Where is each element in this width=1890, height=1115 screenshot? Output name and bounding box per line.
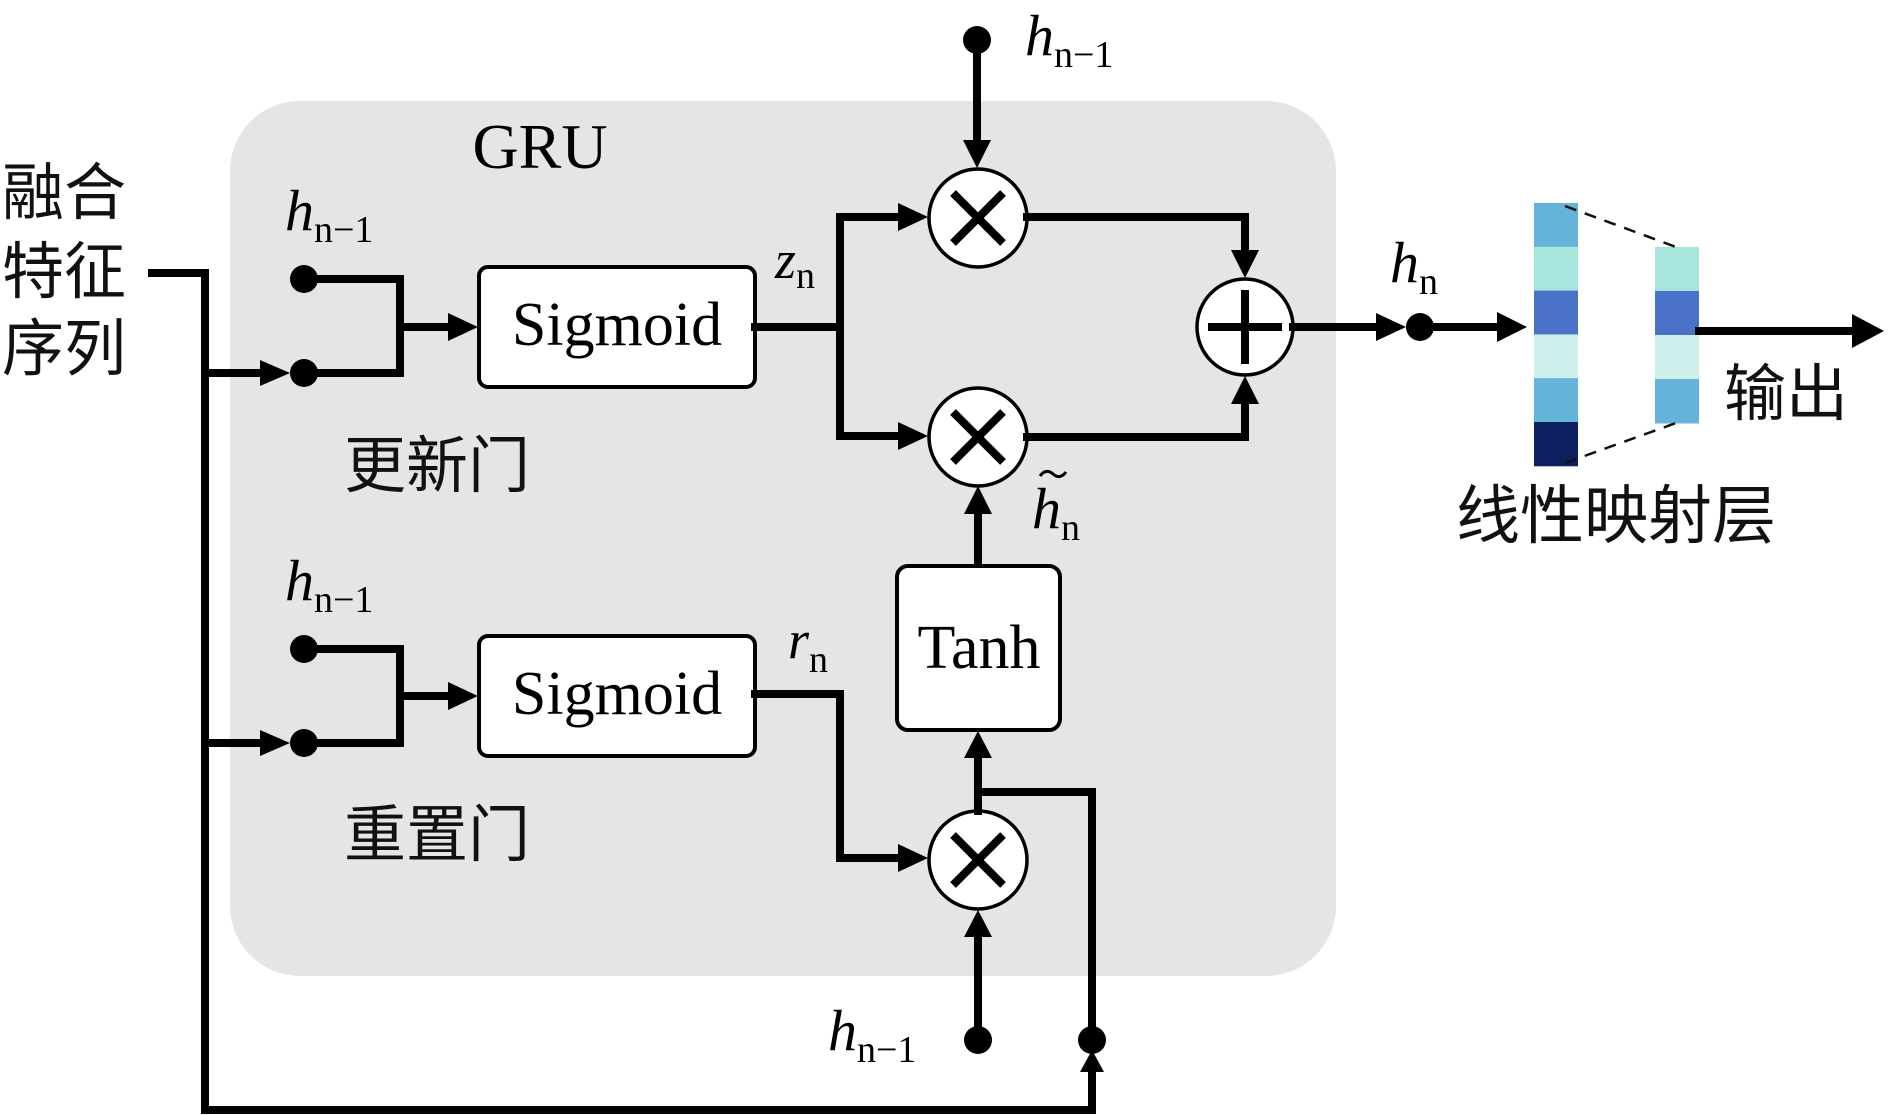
input-vector-cell	[1534, 422, 1578, 467]
arrow-head	[448, 682, 478, 710]
top-h-label: hn−1	[1025, 3, 1113, 76]
update-gate-merge-wire	[300, 275, 459, 377]
output-vector-cell	[1655, 335, 1699, 380]
add-op	[1195, 277, 1295, 377]
output-vector-cell	[1655, 291, 1699, 336]
update-gate-sigmoid-label: Sigmoid	[512, 291, 722, 359]
projection-dash-top	[1564, 204, 1677, 249]
output-vector-cell	[1655, 379, 1699, 424]
top-mult-out-wire	[1023, 213, 1249, 262]
r-n-wire	[751, 690, 914, 862]
linear-output-vector	[1655, 247, 1699, 424]
bottom-h-label: hn−1	[828, 998, 916, 1071]
tanh-box	[895, 564, 1062, 732]
feedback-dot	[1078, 1026, 1106, 1054]
multiply-op-bottom	[927, 809, 1029, 911]
input-vector-cell	[1534, 378, 1578, 423]
input-vector-cell	[1534, 290, 1578, 335]
gru-title: GRU	[472, 111, 607, 182]
reset-gate-sigmoid-label: Sigmoid	[512, 660, 722, 728]
arrow-head	[260, 730, 290, 756]
update-gate-name: 更新门	[344, 429, 530, 502]
arrow-head	[260, 360, 290, 386]
tanh-label: Tanh	[917, 614, 1040, 682]
arrow-head	[1231, 250, 1259, 278]
reset-gate-h-label: hn−1	[285, 548, 373, 621]
arrow-head	[898, 422, 928, 450]
mid-mult-out-wire	[1023, 394, 1249, 441]
arrow-head	[1376, 313, 1406, 341]
arrow-head	[898, 203, 928, 231]
input-vector-cell	[1534, 334, 1578, 379]
reset-gate-name: 重置门	[344, 798, 530, 871]
arrow-head	[1497, 312, 1527, 342]
linear-input-vector	[1534, 203, 1578, 467]
projection-dash-bottom	[1564, 421, 1677, 465]
reset-gate-merge-wire	[300, 645, 459, 747]
arrow-head	[448, 313, 478, 341]
multiply-op-top	[927, 167, 1029, 269]
input-label-line-2: 特征	[2, 235, 126, 308]
arrow-head	[1231, 376, 1259, 404]
update-gate-h-label: hn−1	[285, 178, 373, 251]
arrow-head	[964, 486, 992, 514]
input-label-line-3: 序列	[2, 312, 126, 385]
linear-layer-label: 线性映射层	[1456, 480, 1776, 554]
arrow-head	[1852, 314, 1884, 348]
input-label: 融合 特征 序列	[2, 156, 126, 385]
z-n-wire	[751, 213, 914, 440]
bottom-h-dot	[964, 1026, 992, 1054]
multiply-op-middle	[927, 386, 1029, 488]
z-n-label: zn	[774, 230, 815, 297]
h-n-dot	[1406, 313, 1434, 341]
input-vector-cell	[1534, 203, 1578, 248]
input-label-line-1: 融合	[2, 156, 126, 229]
output-label: 输出	[1724, 357, 1848, 430]
arrow-head	[964, 910, 992, 937]
input-bus-wire	[148, 269, 1096, 1114]
input-vector-cell	[1534, 246, 1578, 292]
arrow-head	[1080, 1050, 1104, 1072]
output-vector-cell	[1655, 247, 1699, 292]
arrow-head	[898, 844, 928, 872]
r-n-label: rn	[788, 610, 828, 681]
h-n-label: hn	[1390, 230, 1438, 303]
tilde-mark	[1038, 469, 1068, 479]
bottom-mult-out-wire	[974, 746, 1096, 1044]
arrow-head	[963, 140, 991, 168]
h-tilde-label: hn	[1032, 476, 1080, 549]
arrow-head	[964, 731, 992, 758]
